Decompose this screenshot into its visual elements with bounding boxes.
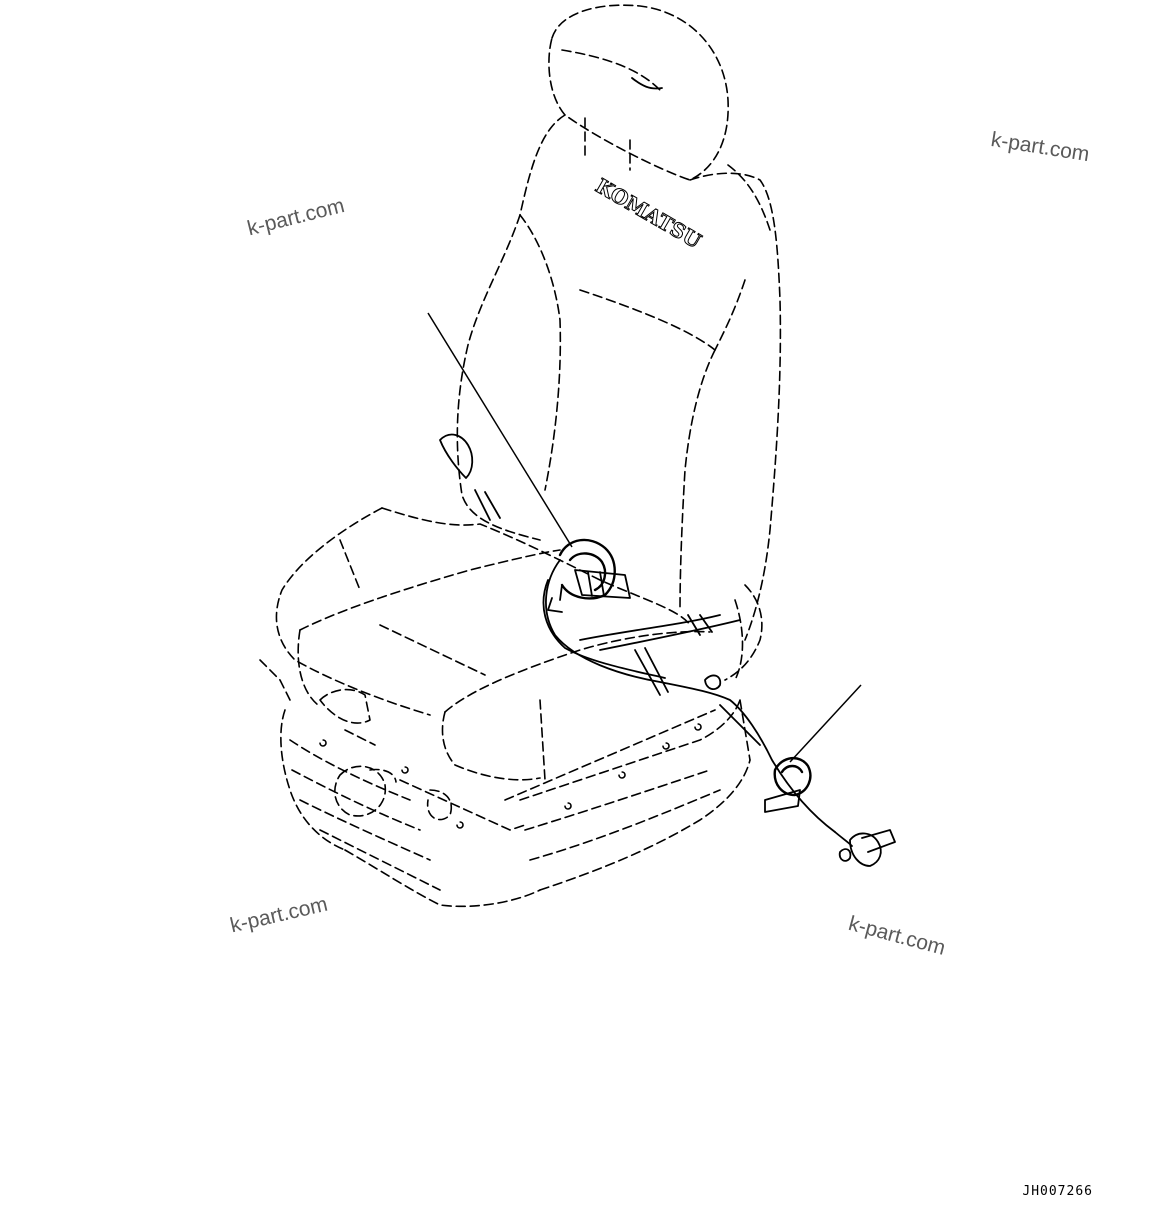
wiring-harness: [542, 559, 836, 833]
seat-brand-text: KOMATSU: [592, 174, 706, 254]
headrest: [548, 4, 729, 181]
drawing-code: JH007266: [1022, 1184, 1093, 1199]
cable-connector: [834, 829, 896, 867]
harness-clamp-upper: [547, 538, 631, 613]
harness-clamp-lower: [764, 757, 812, 813]
seat-base: [259, 584, 763, 908]
leader-line-upper: [427, 312, 573, 548]
backrest: KOMATSU: [439, 114, 782, 641]
seat-cushion: [275, 507, 711, 781]
leader-line-lower: [789, 684, 862, 763]
